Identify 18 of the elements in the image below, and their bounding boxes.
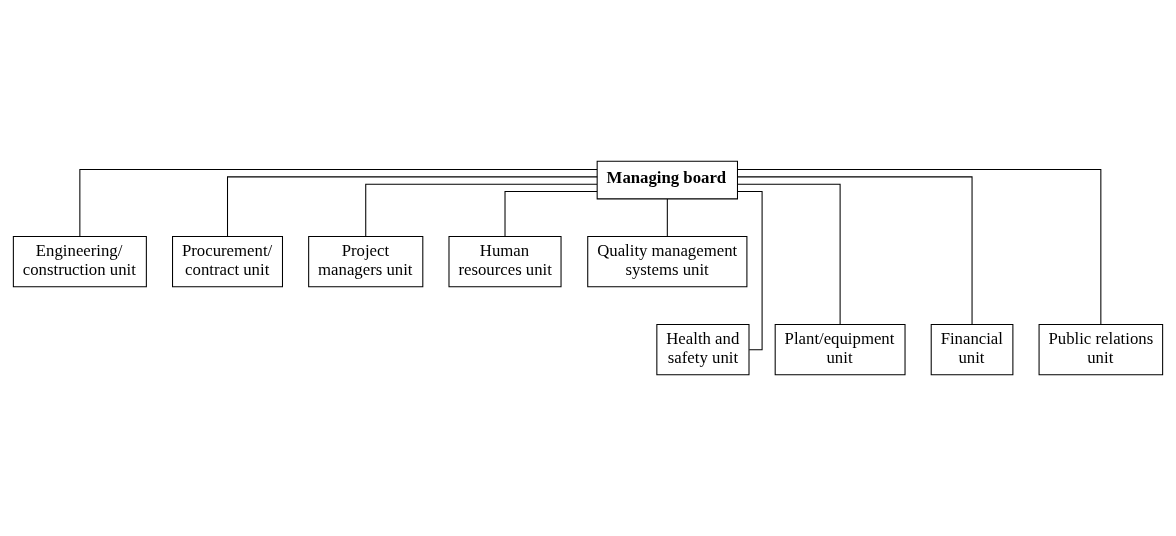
node-box: Procurement/ contract unit [172,236,283,288]
node-box: Project managers unit [308,236,424,288]
connector [79,169,598,238]
connector [365,183,598,237]
node-box: Financial unit [930,324,1014,376]
connector [666,198,668,237]
node-box: Public relations unit [1038,324,1164,376]
node-box: Quality management systems unit [587,236,748,288]
node-box: Plant/equipment unit [774,324,906,376]
connector [227,176,598,237]
node-box: Engineering/ construction unit [12,236,147,288]
connector [737,176,973,325]
connector [504,191,598,237]
node-box: Health and safety unit [656,324,750,376]
node-box: Managing board [596,160,738,200]
connector [737,183,841,325]
node-box: Human resources unit [448,236,562,288]
connector [737,169,1102,325]
